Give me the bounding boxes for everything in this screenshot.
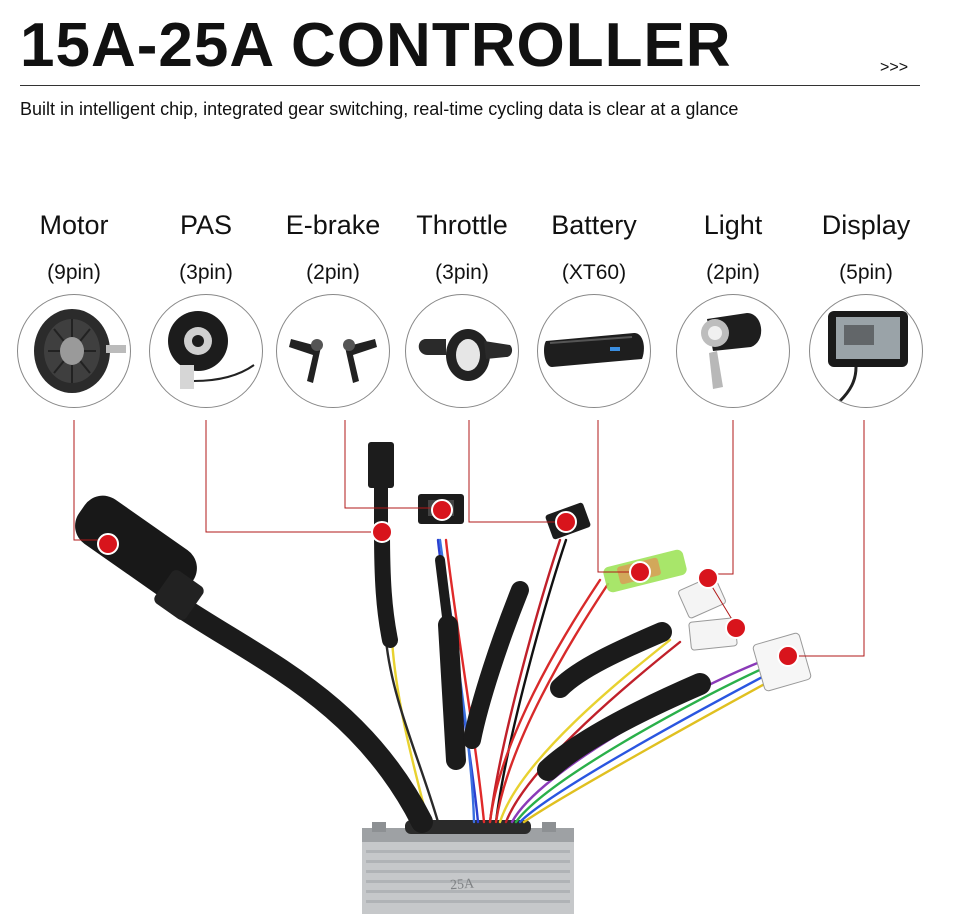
port-light: Light (2pin) <box>663 208 803 408</box>
motor-connector <box>75 495 204 620</box>
port-name: Motor <box>39 210 109 240</box>
marker-display <box>777 645 799 667</box>
port-pins: (2pin) <box>306 261 360 284</box>
port-list: Motor (9pin) PAS (3pin) <box>0 208 954 428</box>
port-motor: Motor (9pin) <box>4 208 144 408</box>
marker-battery <box>629 561 651 583</box>
port-battery: Battery (XT60) <box>524 208 664 408</box>
port-name: PAS <box>179 210 233 240</box>
headlight-icon <box>676 294 790 408</box>
marker-pas <box>371 521 393 543</box>
header-divider <box>20 85 920 86</box>
port-name: Light <box>703 210 763 240</box>
marker-light-2 <box>725 617 747 639</box>
port-name: Throttle <box>416 210 508 240</box>
port-throttle: Throttle (3pin) <box>392 208 532 408</box>
page-subtitle: Built in intelligent chip, integrated ge… <box>20 99 739 119</box>
port-pins: (3pin) <box>435 261 489 284</box>
port-name: Display <box>821 210 911 240</box>
marker-throttle <box>555 511 577 533</box>
more-link[interactable]: >>> <box>880 59 909 76</box>
port-pas: PAS (3pin) <box>136 208 276 408</box>
controller-label: 25A <box>450 877 476 894</box>
port-pins: (2pin) <box>706 261 760 284</box>
marker-motor <box>97 533 119 555</box>
port-pins: (5pin) <box>839 261 893 284</box>
cable-sleeves <box>167 522 711 833</box>
thumb-throttle-icon <box>405 294 519 408</box>
page-title: 15A-25A CONTROLLER <box>20 11 732 80</box>
marker-light-1 <box>697 567 719 589</box>
port-name: Battery <box>551 210 637 240</box>
pas-sensor-icon <box>149 294 263 408</box>
port-display: Display (5pin) <box>796 208 936 408</box>
controller-housing <box>362 820 574 914</box>
battery-icon <box>537 294 651 408</box>
brake-lever-icon <box>276 294 390 408</box>
connection-markers <box>97 499 799 667</box>
port-pins: (3pin) <box>179 261 233 284</box>
port-pins: (XT60) <box>561 261 627 284</box>
marker-ebrake <box>431 499 453 521</box>
hub-motor-icon <box>17 294 131 408</box>
port-ebrake: E-brake (2pin) <box>263 208 403 408</box>
pas-connector <box>368 442 394 528</box>
port-pins: (9pin) <box>47 261 101 284</box>
port-name: E-brake <box>285 210 381 240</box>
lcd-display-icon <box>809 294 923 408</box>
leader-lines <box>73 420 865 657</box>
